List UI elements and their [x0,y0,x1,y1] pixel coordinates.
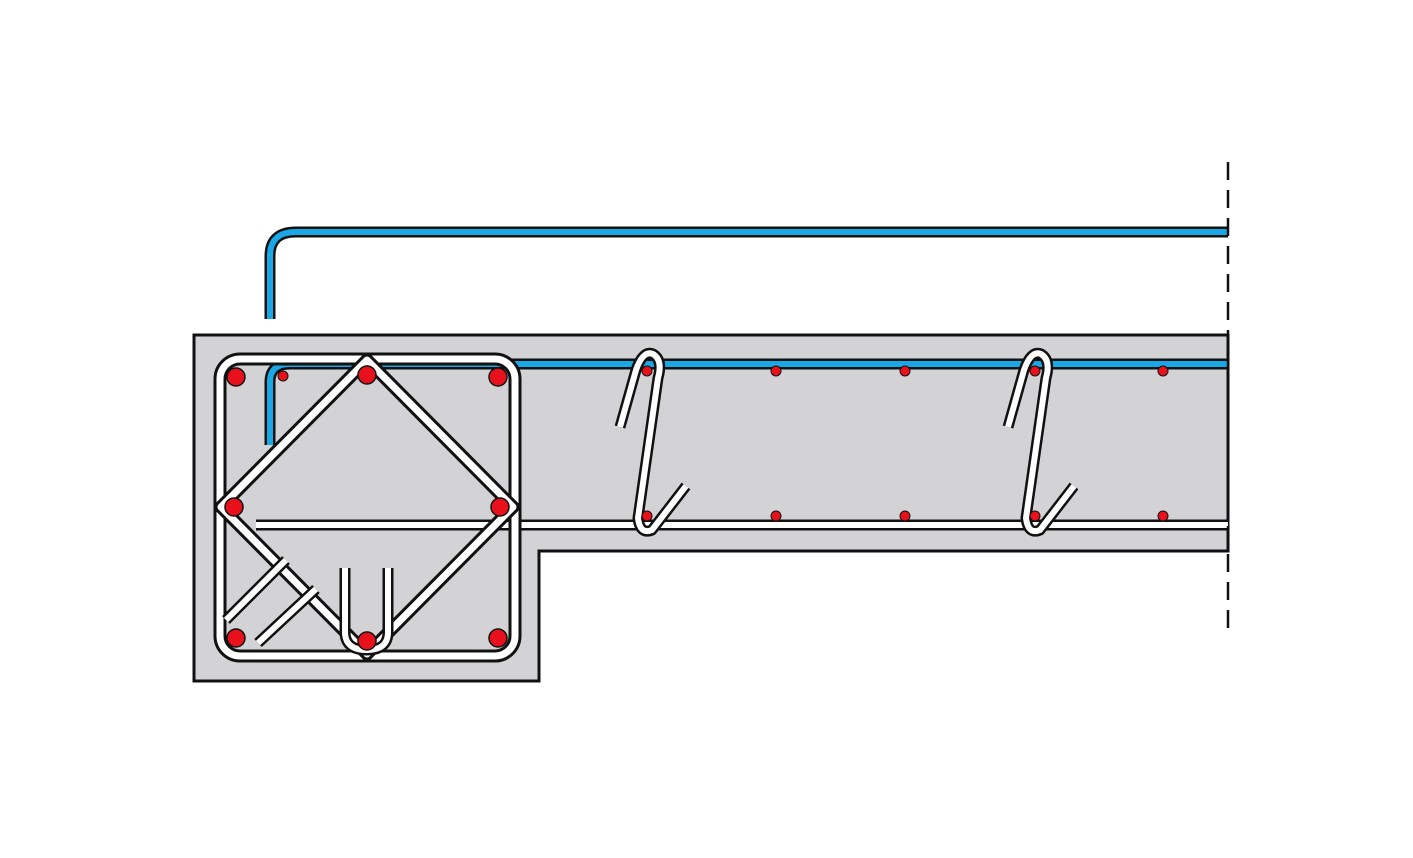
beam-bar [226,628,246,648]
shear-link-2 [1002,347,1079,537]
slab-bar [770,365,782,377]
slab-bar [899,365,911,377]
tie-hook-2 [255,586,319,646]
beam-bar [357,631,377,651]
beam-bar [488,628,508,648]
top-anchor-bar [267,229,1228,319]
slab-bar [770,510,782,522]
slab-bar [641,365,653,377]
slab-bar [1029,510,1041,522]
beam-bar [490,497,510,517]
beam-bar [357,365,377,385]
slab-distribution-bars [277,365,1169,522]
tie-hook-1 [223,557,289,623]
slab-bar [1157,365,1169,377]
slab-bar [1157,510,1169,522]
beam-bar [224,497,244,517]
slab-bar [1029,365,1041,377]
beam-bar [488,367,508,387]
slab-bar [277,370,289,382]
slab-bar [899,510,911,522]
beam-bar [226,367,246,387]
slab-bar [641,510,653,522]
beam-longitudinal-bars [224,365,510,651]
top-anchor-bar-outline [264,226,1228,319]
shear-link-1 [614,347,691,537]
